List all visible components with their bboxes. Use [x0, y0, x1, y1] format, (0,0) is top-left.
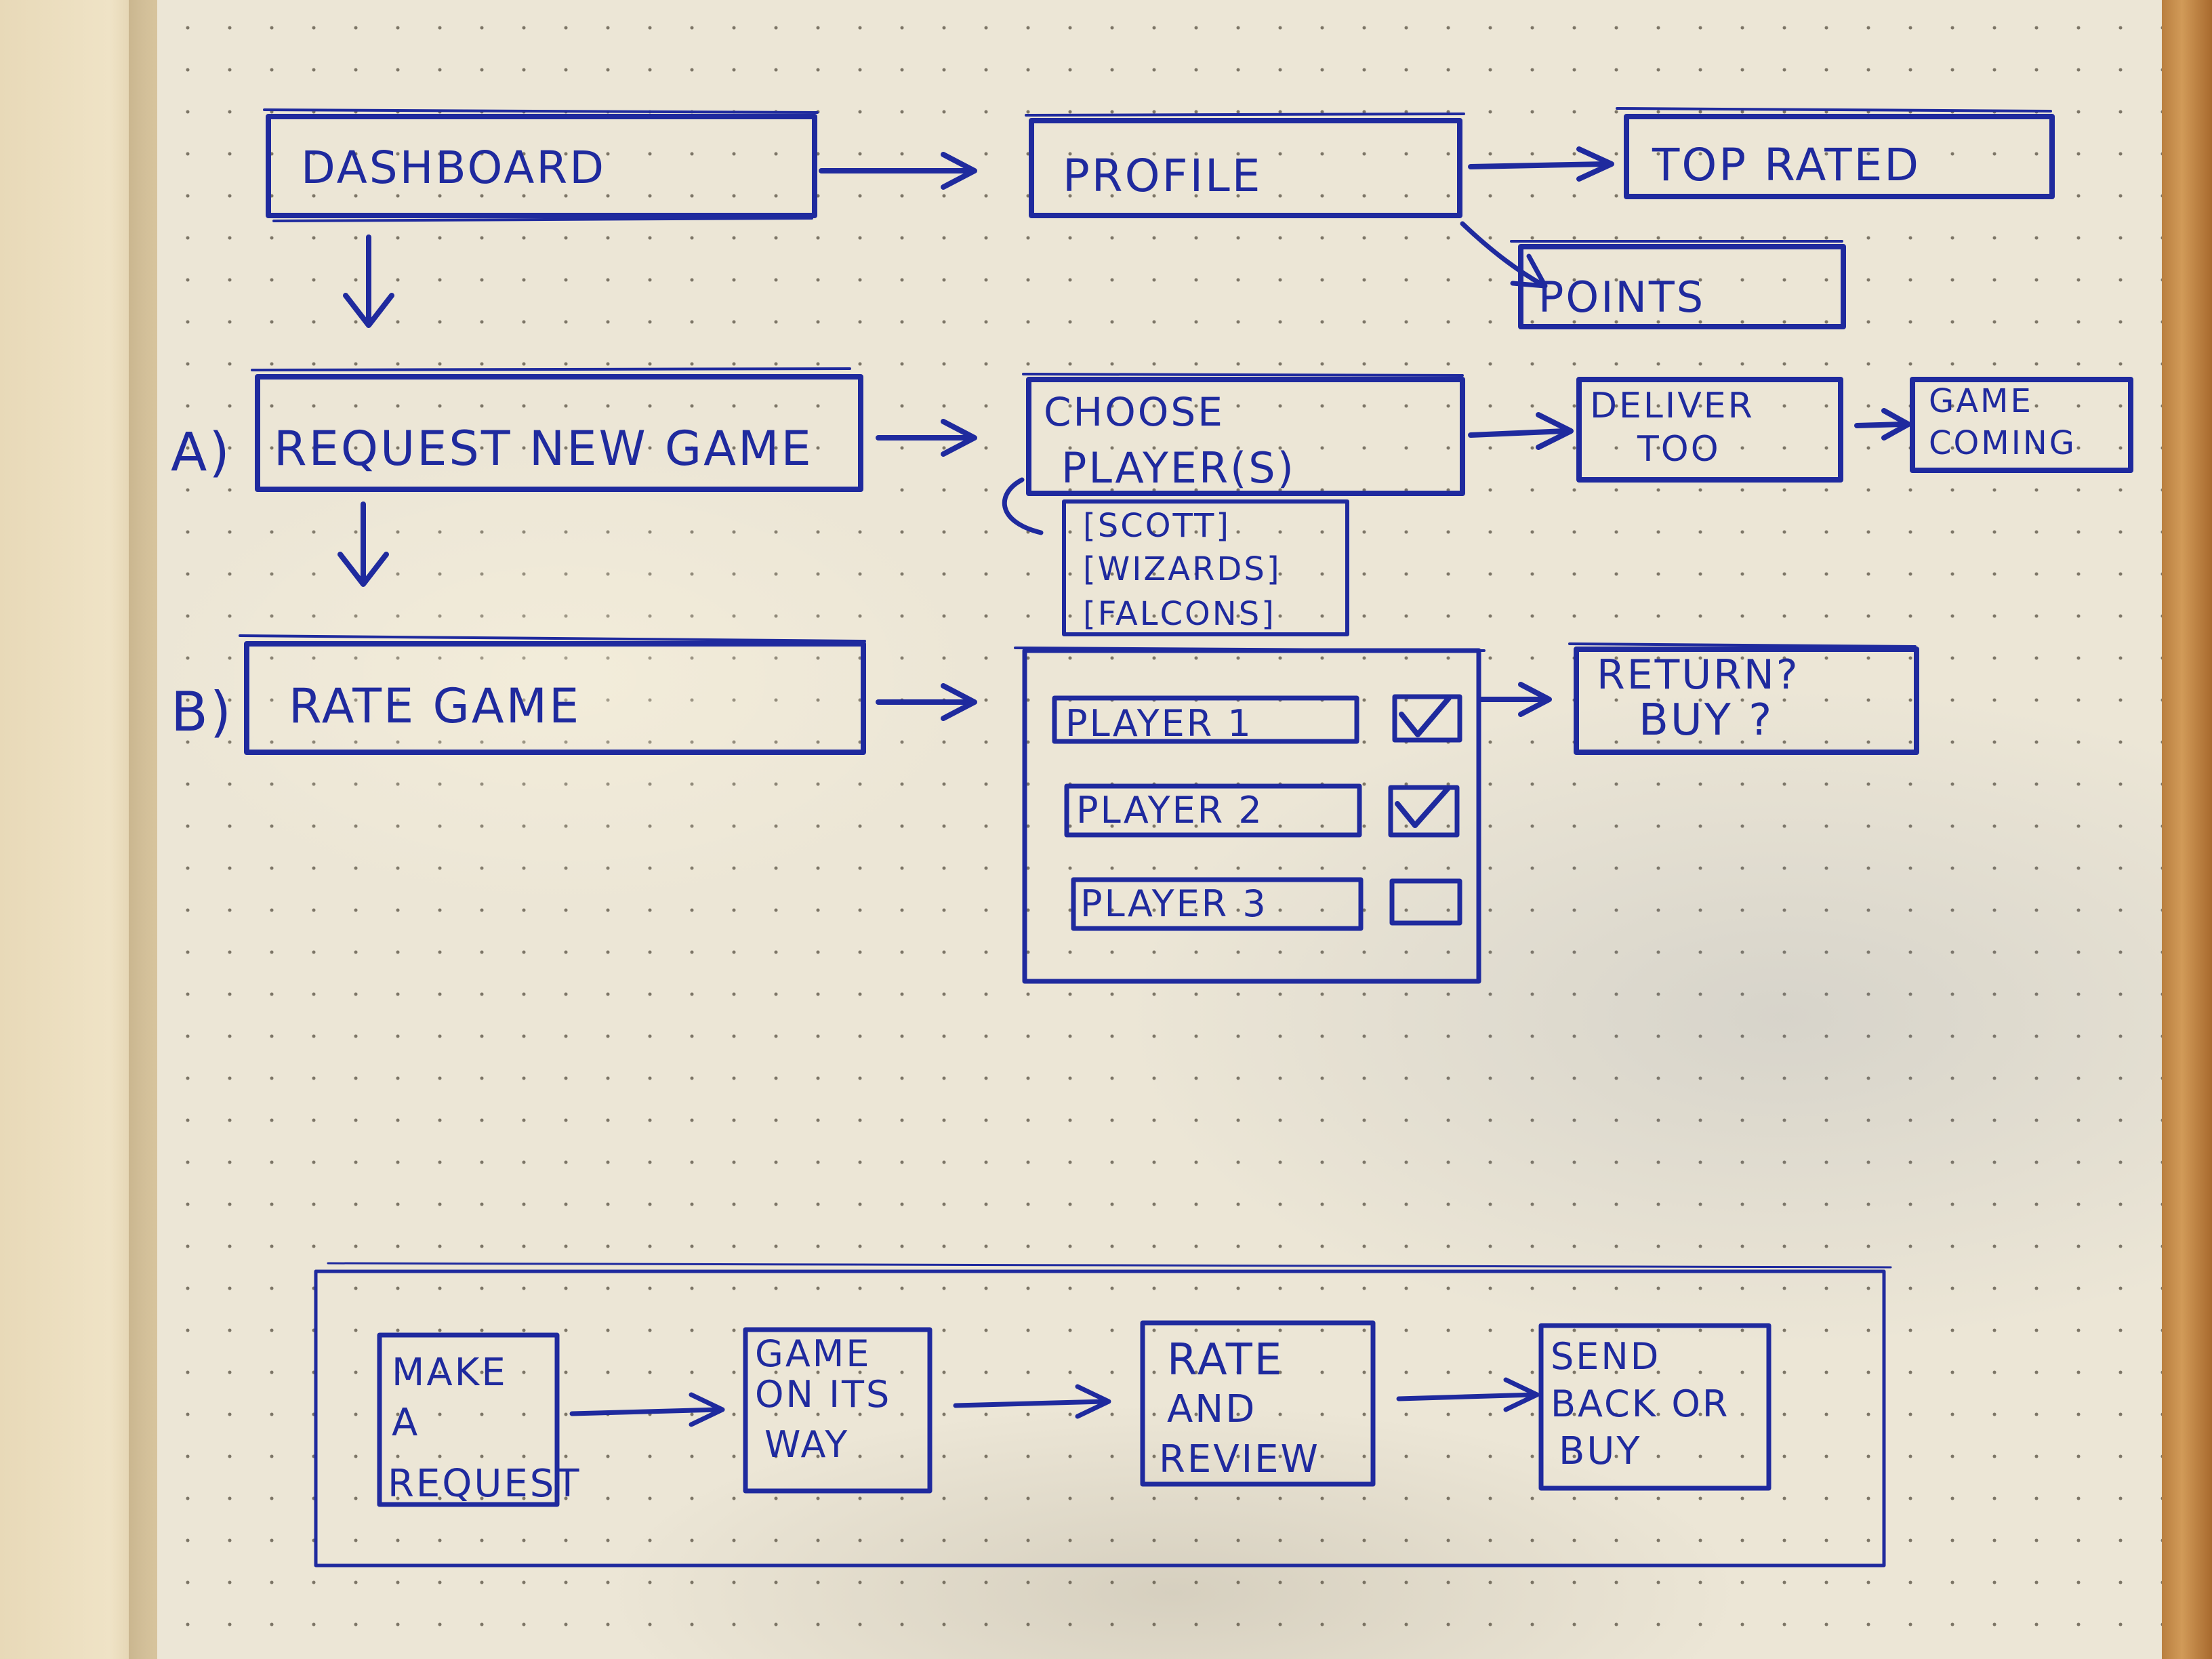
return-line-2: BUY ?: [1639, 695, 1774, 745]
choose-line-2: PLAYER(S): [1061, 443, 1296, 493]
flow-arrow-3: [1396, 1377, 1540, 1412]
return-line-1: RETURN?: [1597, 651, 1800, 699]
flow-4-line-1: SEND: [1551, 1335, 1660, 1378]
arrow-request-to-rate: [337, 501, 389, 587]
flow-2-line-2: ON ITS: [755, 1373, 891, 1416]
choose-line-1: CHOOSE: [1044, 389, 1225, 435]
flow-4-line-3: BUY: [1559, 1429, 1642, 1473]
node-choose-players: CHOOSE PLAYER(S): [1022, 373, 1465, 496]
flow-step-1: MAKE A REQUEST: [377, 1332, 581, 1507]
arrow-dashboard-to-request: [343, 234, 394, 328]
flow-1-line-3: REQUEST: [388, 1462, 581, 1506]
player-1-check-icon: [1399, 695, 1452, 737]
arrow-panel-to-return: [1479, 682, 1552, 717]
node-dashboard: DASHBOARD: [263, 108, 819, 222]
flow-4-line-2: BACK OR: [1551, 1382, 1729, 1425]
player-3-label: PLAYER 3: [1080, 882, 1268, 925]
deliver-line-2: TOO: [1637, 429, 1721, 470]
flow-2-line-1: GAME: [755, 1332, 872, 1375]
player-2-label: PLAYER 2: [1076, 789, 1264, 832]
arrow-request-to-choose: [876, 419, 977, 457]
arrow-dashboard-to-profile: [819, 152, 977, 190]
choose-bracket: [1002, 477, 1044, 535]
flow-arrow-1: [569, 1392, 725, 1427]
node-return-buy: RETURN? BUY ?: [1568, 642, 1919, 755]
flow-step-2: GAME ON ITS WAY: [743, 1327, 933, 1494]
player-3-checkbox: [1389, 878, 1462, 926]
player-row-2: PLAYER 2: [1064, 783, 1460, 838]
flow-3-line-3: REVIEW: [1159, 1437, 1320, 1481]
arrow-choose-to-deliver: [1468, 412, 1574, 450]
arrow-profile-to-points: [1460, 221, 1548, 289]
node-profile: PROFILE: [1025, 112, 1465, 218]
node-points: POINTS: [1510, 240, 1846, 329]
node-points-label: POINTS: [1538, 272, 1705, 322]
node-rate-game-label: RATE GAME: [289, 678, 581, 734]
node-game-coming: GAME COMING: [1910, 377, 2133, 473]
notebook-page: [157, 0, 2162, 1659]
notebook-left-page: [0, 0, 157, 1659]
flow-3-line-1: RATE: [1167, 1335, 1284, 1385]
node-top-rated-label: TOP RATED: [1652, 139, 1921, 191]
arrow-deliver-to-coming: [1854, 408, 1911, 441]
node-request-new-game-label: REQUEST NEW GAME: [274, 421, 813, 476]
label-b: B): [171, 680, 233, 743]
node-top-rated: TOP RATED: [1616, 107, 2055, 199]
option-falcons: [FALCONS]: [1083, 595, 1276, 633]
option-scott: [SCOTT]: [1083, 507, 1231, 545]
node-profile-label: PROFILE: [1063, 150, 1263, 202]
coming-line-2: COMING: [1929, 424, 2076, 462]
arrow-rate-to-panel: [876, 683, 977, 721]
flow-frame: [314, 1262, 1892, 1568]
player-row-3: PLAYER 3: [1071, 877, 1462, 931]
flow-arrow-2: [953, 1384, 1111, 1419]
node-request-new-game: REQUEST NEW GAME: [251, 367, 863, 492]
player-row-1: PLAYER 1: [1052, 694, 1462, 745]
player-1-label: PLAYER 1: [1065, 702, 1253, 745]
label-a: A): [171, 422, 232, 483]
node-dashboard-label: DASHBOARD: [301, 142, 606, 194]
flow-step-4: SEND BACK OR BUY: [1538, 1323, 1771, 1491]
player-options-list: [SCOTT] [WIZARDS] [FALCONS]: [1062, 499, 1349, 636]
flow-2-line-3: WAY: [764, 1423, 849, 1466]
wooden-table-edge: [2162, 0, 2212, 1659]
flow-step-3: RATE AND REVIEW: [1140, 1320, 1376, 1487]
coming-line-1: GAME: [1929, 382, 2033, 420]
player-1-checkbox: [1392, 694, 1462, 743]
notebook-gutter: [129, 0, 159, 1659]
option-wizards: [WIZARDS]: [1083, 550, 1282, 588]
player-2-checkbox: [1388, 785, 1460, 838]
node-rate-game: RATE GAME: [239, 634, 866, 755]
flow-3-line-2: AND: [1167, 1387, 1256, 1431]
rating-panel: [1014, 647, 1486, 984]
flow-1-line-2: A: [392, 1401, 419, 1445]
player-2-check-icon: [1395, 786, 1450, 828]
node-deliver-too: DELIVER TOO: [1576, 377, 1843, 483]
deliver-line-1: DELIVER: [1590, 386, 1755, 426]
arrow-profile-to-top-rated: [1468, 146, 1614, 182]
flow-1-line-1: MAKE: [392, 1351, 508, 1395]
